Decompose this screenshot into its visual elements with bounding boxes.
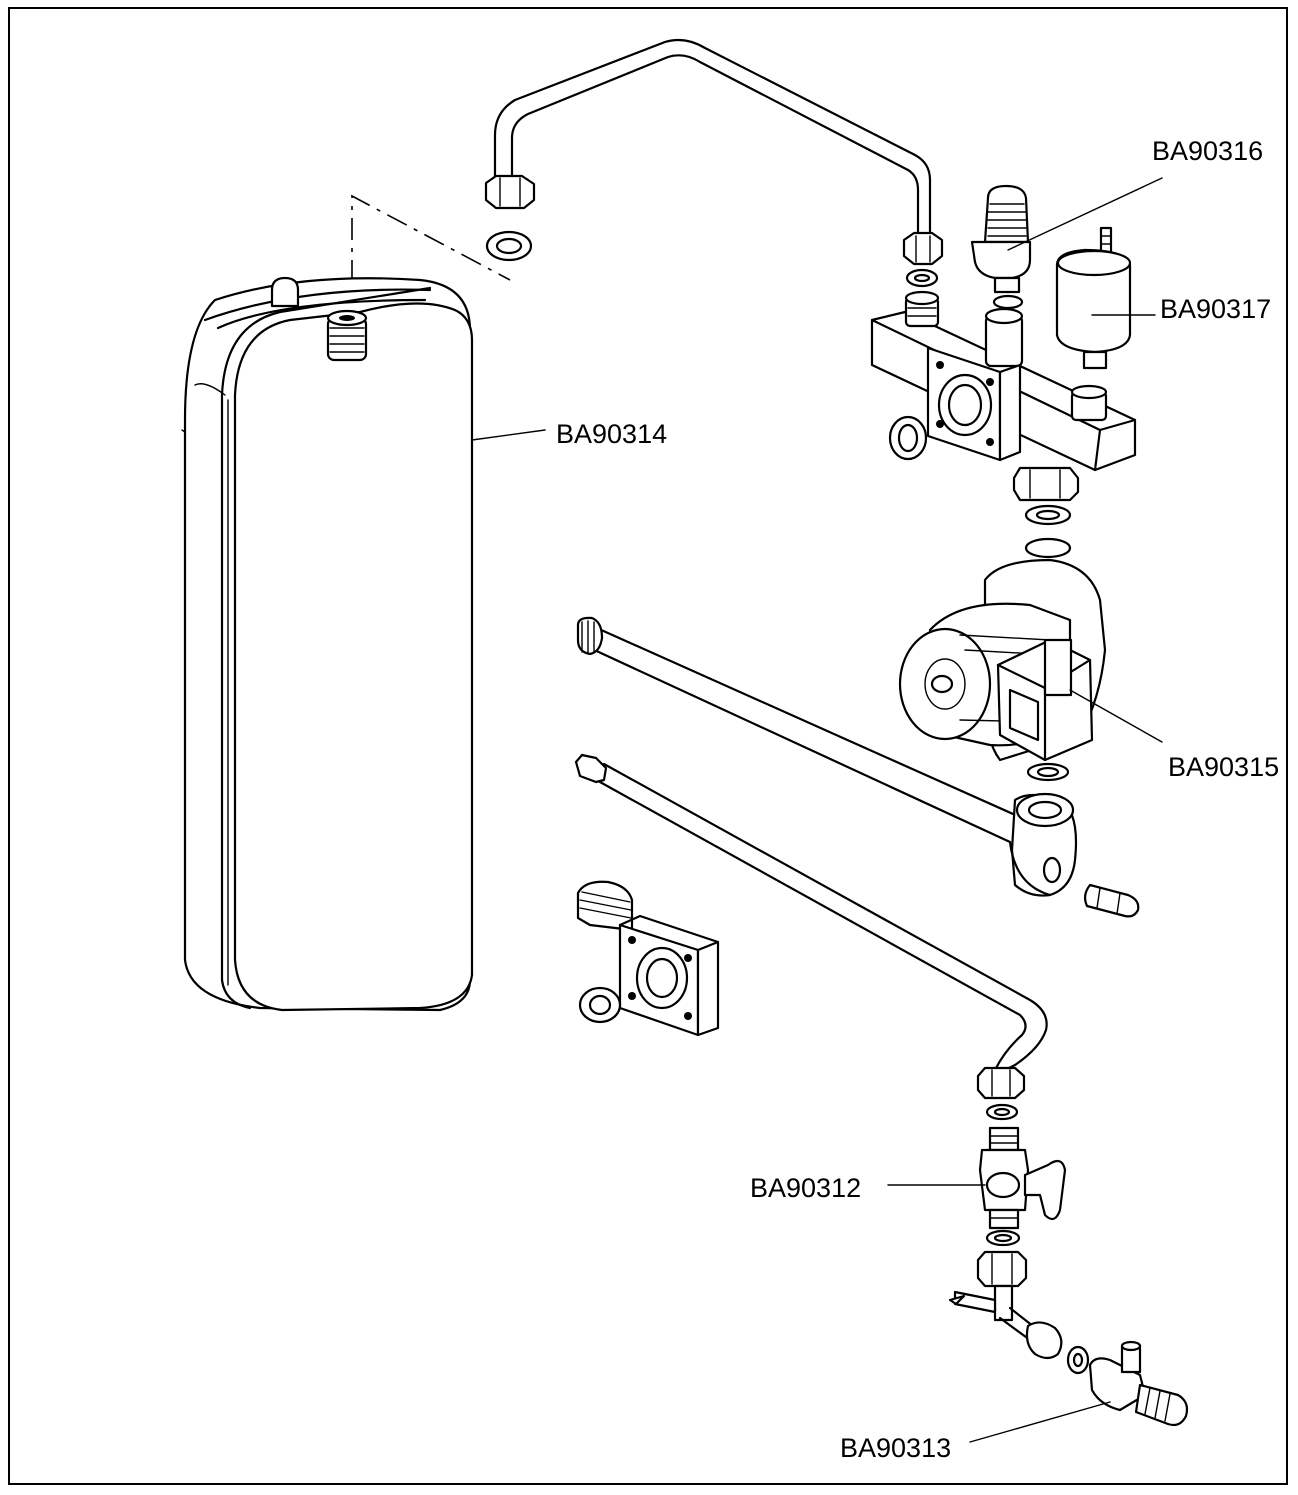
label-ba90314: BA90314 (556, 419, 667, 449)
label-ba90316: BA90316 (1152, 136, 1263, 166)
alignment-dashed-line (351, 194, 511, 282)
filling-loop (948, 1284, 1189, 1427)
label-ba90313: BA90313 (840, 1433, 951, 1463)
flanged-fitting (576, 880, 720, 1037)
diagram-frame (8, 7, 1288, 1485)
label-ba90317: BA90317 (1160, 294, 1271, 324)
flow-pipe (574, 753, 1048, 1121)
label-ba90312: BA90312 (750, 1173, 861, 1203)
leader-lines (471, 177, 1163, 1443)
air-vent (1055, 226, 1132, 370)
isolating-valve (976, 1126, 1067, 1288)
return-pipe (576, 616, 1140, 918)
top-pipe (484, 38, 944, 288)
label-ba90315: BA90315 (1168, 752, 1279, 782)
pump-manifold (870, 290, 1137, 526)
circulating-pump (898, 537, 1107, 782)
safety-valve (970, 184, 1032, 310)
expansion-vessel (181, 276, 474, 1012)
